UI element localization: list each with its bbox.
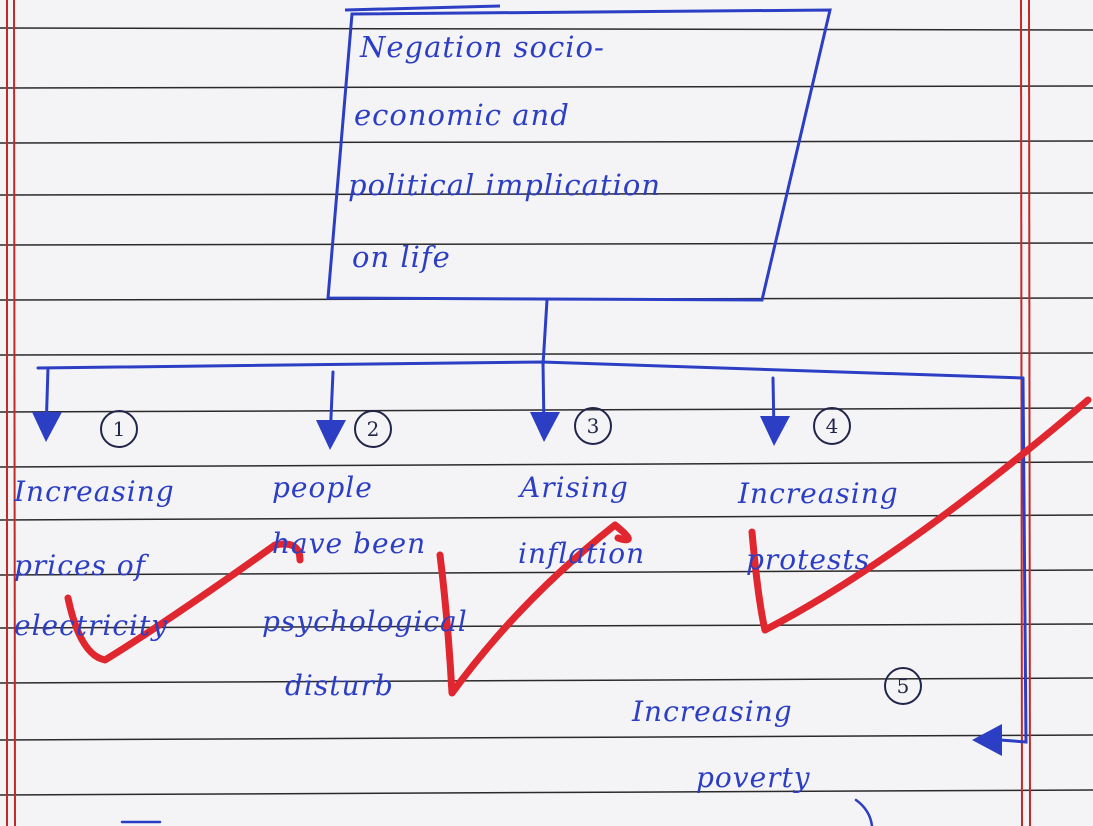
node-2-line-4: disturb bbox=[285, 669, 394, 702]
node-2-line-2: have been bbox=[272, 527, 427, 560]
ruled-lines bbox=[0, 27, 1093, 796]
root-line-4: on life bbox=[352, 240, 451, 274]
left-margin-lines bbox=[6, 0, 16, 826]
arrowhead-4 bbox=[760, 416, 790, 446]
check-mark-1 bbox=[64, 540, 304, 664]
node-1-line-3: electricity bbox=[14, 609, 169, 642]
node-number-5: 5 bbox=[884, 667, 922, 705]
root-line-2: economic and bbox=[354, 98, 570, 132]
node-4-line-2: protests bbox=[746, 543, 870, 576]
root-box bbox=[326, 4, 832, 302]
node-4-line-1: Increasing bbox=[738, 477, 899, 510]
node-3-line-2: inflation bbox=[518, 537, 646, 570]
node-number-4: 4 bbox=[813, 407, 851, 445]
arrowhead-1 bbox=[32, 412, 62, 442]
scribbles bbox=[120, 798, 874, 826]
arrowhead-3 bbox=[530, 412, 560, 442]
node-2-line-1: people bbox=[272, 471, 373, 504]
node-2-line-3: psychological bbox=[262, 605, 468, 638]
check-mark-2 bbox=[436, 521, 632, 697]
arrowhead-2 bbox=[316, 420, 346, 450]
check-mark-3 bbox=[748, 396, 1092, 634]
arrowhead-5 bbox=[972, 724, 1002, 756]
node-number-2: 2 bbox=[354, 410, 392, 448]
check-marks bbox=[64, 396, 1092, 697]
node-5-line-2: poverty bbox=[696, 761, 811, 794]
connector-lines bbox=[36, 298, 1028, 744]
node-number-3: 3 bbox=[574, 407, 612, 445]
right-margin-lines bbox=[1020, 0, 1031, 826]
node-5-line-1: Increasing bbox=[632, 695, 793, 728]
root-line-3: political implication bbox=[348, 168, 662, 202]
node-3-line-1: Arising bbox=[520, 471, 629, 504]
node-number-1: 1 bbox=[100, 410, 138, 448]
node-1-line-1: Increasing bbox=[14, 475, 175, 508]
root-line-1: Negation socio- bbox=[360, 30, 605, 64]
node-1-line-2: prices of bbox=[14, 549, 147, 582]
arrowheads bbox=[32, 412, 1002, 756]
